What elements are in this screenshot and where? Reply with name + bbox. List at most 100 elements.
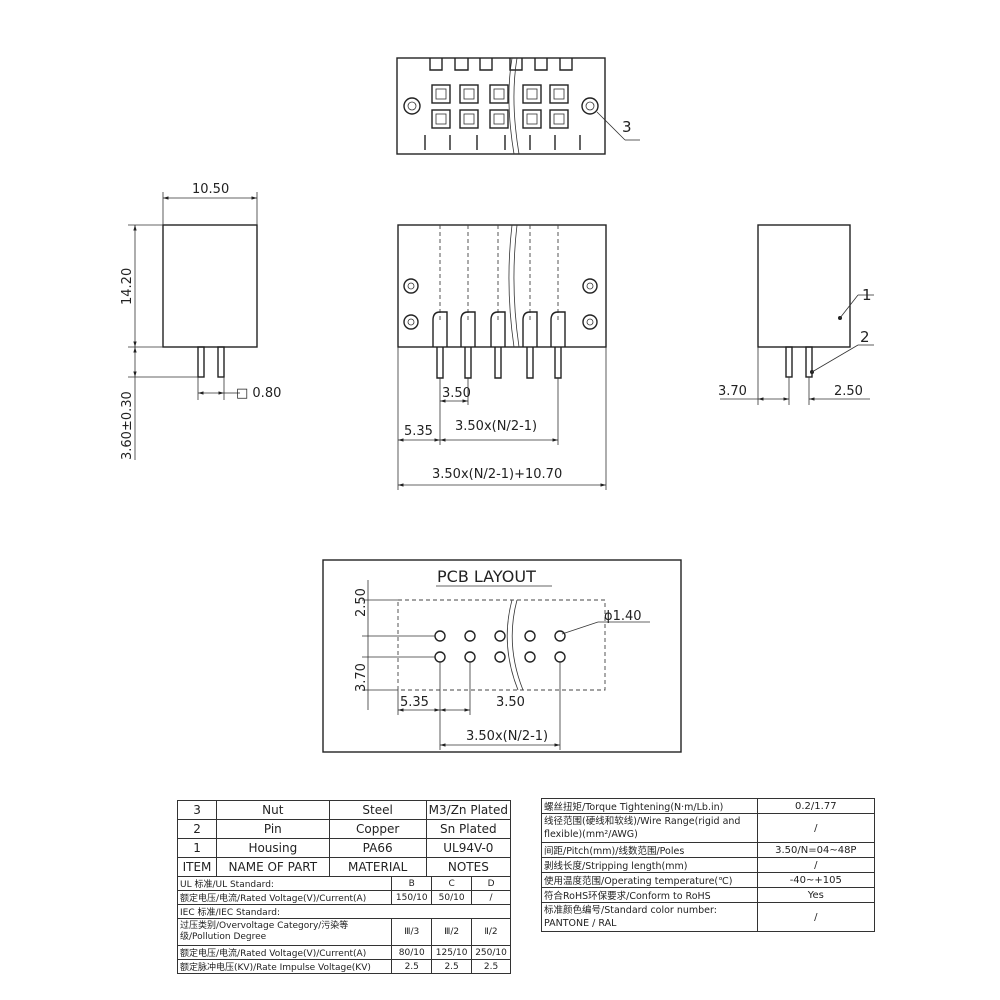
pcb-dim-row: 3.70: [354, 663, 369, 692]
dim-offset: 5.35: [404, 424, 433, 439]
item-cell: 1: [176, 838, 218, 858]
callout-3: 3: [622, 118, 632, 136]
spec-value: 0.2/1.77: [756, 798, 876, 814]
pcb-layout: PCB LAYOUT ϕ1.40 2.50 3.70 5.35 3.50 3.: [322, 559, 682, 753]
pcb-dim-offset: 5.35: [400, 695, 429, 710]
pcb-dim-top: 2.50: [354, 588, 369, 617]
front-view: 3.50 5.35 3.50x(N/2-1) 3.50x(N/2-1)+10.7…: [397, 224, 607, 490]
spec-label: 线径范围(硬线和软线)/Wire Range(rigid and flexibl…: [541, 813, 758, 843]
item-cell: 3: [176, 800, 218, 820]
table-row: 额定电压/电流/Rated Voltage(V)/Current(A) 80/1…: [176, 945, 511, 960]
table-row: 符合RoHS环保要求/Conform to RoHS Yes: [541, 887, 876, 903]
header-notes: NOTES: [425, 857, 512, 877]
material-cell: Copper: [328, 819, 427, 839]
iec-col: Ⅱ/2: [471, 918, 511, 946]
pcb-dim-pitch: 3.50: [496, 695, 525, 710]
spec-label: 使用温度范围/Operating temperature(℃): [541, 872, 758, 888]
dim-right: 2.50: [834, 384, 863, 399]
spec-value: 3.50/N=04~48P: [756, 842, 876, 858]
iec-value: 125/10: [431, 945, 473, 960]
table-row: 1 Housing PA66 UL94V-0: [176, 838, 512, 858]
impulse-value: 2.5: [391, 959, 433, 974]
table-row: 3 Nut Steel M3/Zn Plated: [176, 800, 512, 820]
iec-rated-label: 额定电压/电流/Rated Voltage(V)/Current(A): [176, 945, 393, 960]
table-row: 螺丝扭矩/Torque Tightening(N·m/Lb.in) 0.2/1.…: [541, 798, 876, 814]
ul-value: /: [471, 890, 511, 905]
header-material: MATERIAL: [328, 857, 427, 877]
dim-height: 14.20: [120, 268, 135, 305]
ul-standard-label: UL 标准/UL Standard:: [176, 876, 393, 891]
name-cell: Pin: [216, 819, 330, 839]
iec-col: Ⅲ/3: [391, 918, 433, 946]
spec-label: 标准颜色编号/Standard color number: PANTONE / …: [541, 902, 758, 932]
top-screw-squares: [431, 84, 569, 129]
ratings-table: UL 标准/UL Standard: B C D 额定电压/电流/Rated V…: [176, 876, 511, 974]
item-cell: 2: [176, 819, 218, 839]
spec-value: -40~+105: [756, 872, 876, 888]
right-view: 1 2 3.70 2.50: [718, 224, 874, 405]
table-row: 使用温度范围/Operating temperature(℃) -40~+105: [541, 872, 876, 888]
ul-rated-label: 额定电压/电流/Rated Voltage(V)/Current(A): [176, 890, 393, 905]
dim-span: 3.50x(N/2-1): [455, 419, 537, 434]
spec-table: 螺丝扭矩/Torque Tightening(N·m/Lb.in) 0.2/1.…: [541, 798, 876, 932]
table-row: 额定脉冲电压(KV)/Rate Impulse Voltage(KV) 2.5 …: [176, 959, 511, 974]
dim-width: 10.50: [192, 182, 229, 197]
callout-2: 2: [860, 328, 870, 346]
spec-value: /: [756, 813, 876, 843]
iec-value: 250/10: [471, 945, 511, 960]
dim-pin-length: 3.60±0.30: [120, 391, 135, 460]
table-row: 2 Pin Copper Sn Plated: [176, 819, 512, 839]
front-pins: [432, 311, 566, 379]
table-row: 标准颜色编号/Standard color number: PANTONE / …: [541, 902, 876, 932]
iec-standard-label: IEC 标准/IEC Standard:: [177, 904, 511, 919]
dim-pin-square: □ 0.80: [236, 386, 281, 401]
ul-col-b: B: [391, 876, 433, 891]
spec-label: 符合RoHS环保要求/Conform to RoHS: [541, 887, 758, 903]
notes-cell: M3/Zn Plated: [425, 800, 512, 820]
name-cell: Nut: [216, 800, 330, 820]
impulse-label: 额定脉冲电压(KV)/Rate Impulse Voltage(KV): [176, 959, 393, 974]
impulse-value: 2.5: [431, 959, 473, 974]
name-cell: Housing: [216, 838, 330, 858]
header-item: ITEM: [176, 857, 218, 877]
notes-cell: UL94V-0: [425, 838, 512, 858]
table-row: UL 标准/UL Standard: B C D: [176, 876, 511, 891]
spec-value: Yes: [756, 887, 876, 903]
table-row: 剥线长度/Stripping length(mm) /: [541, 857, 876, 873]
pcb-holes: [434, 630, 566, 663]
spec-label: 剥线长度/Stripping length(mm): [541, 857, 758, 873]
iec-col: Ⅲ/2: [431, 918, 473, 946]
ul-col-c: C: [431, 876, 473, 891]
material-cell: PA66: [328, 838, 427, 858]
ul-col-d: D: [471, 876, 511, 891]
spec-value: /: [756, 857, 876, 873]
pcb-dim-span: 3.50x(N/2-1): [466, 729, 548, 744]
table-row: 间距/Pitch(mm)/线数范围/Poles 3.50/N=04~48P: [541, 842, 876, 858]
ul-value: 150/10: [391, 890, 433, 905]
table-header-row: ITEM NAME OF PART MATERIAL NOTES: [176, 857, 512, 877]
spec-label: 螺丝扭矩/Torque Tightening(N·m/Lb.in): [541, 798, 758, 814]
parts-table: 3 Nut Steel M3/Zn Plated 2 Pin Copper Sn…: [176, 800, 512, 877]
spec-label: 间距/Pitch(mm)/线数范围/Poles: [541, 842, 758, 858]
side-view: 10.50 14.20 3.60±0.30 □ 0.80: [120, 182, 281, 460]
callout-1: 1: [862, 286, 872, 304]
header-name: NAME OF PART: [216, 857, 330, 877]
material-cell: Steel: [328, 800, 427, 820]
dim-hole: ϕ1.40: [604, 609, 642, 624]
spec-value: /: [756, 902, 876, 932]
iec-value: 80/10: [391, 945, 433, 960]
iec-category-label: 过压类别/Overvoltage Category/污染等级/Pollution…: [176, 918, 393, 946]
table-row: 线径范围(硬线和软线)/Wire Range(rigid and flexibl…: [541, 813, 876, 843]
dim-pitch: 3.50: [442, 386, 471, 401]
ul-value: 50/10: [431, 890, 473, 905]
impulse-value: 2.5: [471, 959, 511, 974]
pcb-title: PCB LAYOUT: [437, 567, 536, 586]
table-row: 过压类别/Overvoltage Category/污染等级/Pollution…: [176, 918, 511, 946]
dim-left: 3.70: [718, 384, 747, 399]
notes-cell: Sn Plated: [425, 819, 512, 839]
table-row: 额定电压/电流/Rated Voltage(V)/Current(A) 150/…: [176, 890, 511, 905]
top-view: 3: [396, 57, 640, 155]
dim-total: 3.50x(N/2-1)+10.70: [432, 467, 562, 482]
table-row: IEC 标准/IEC Standard:: [177, 904, 511, 919]
